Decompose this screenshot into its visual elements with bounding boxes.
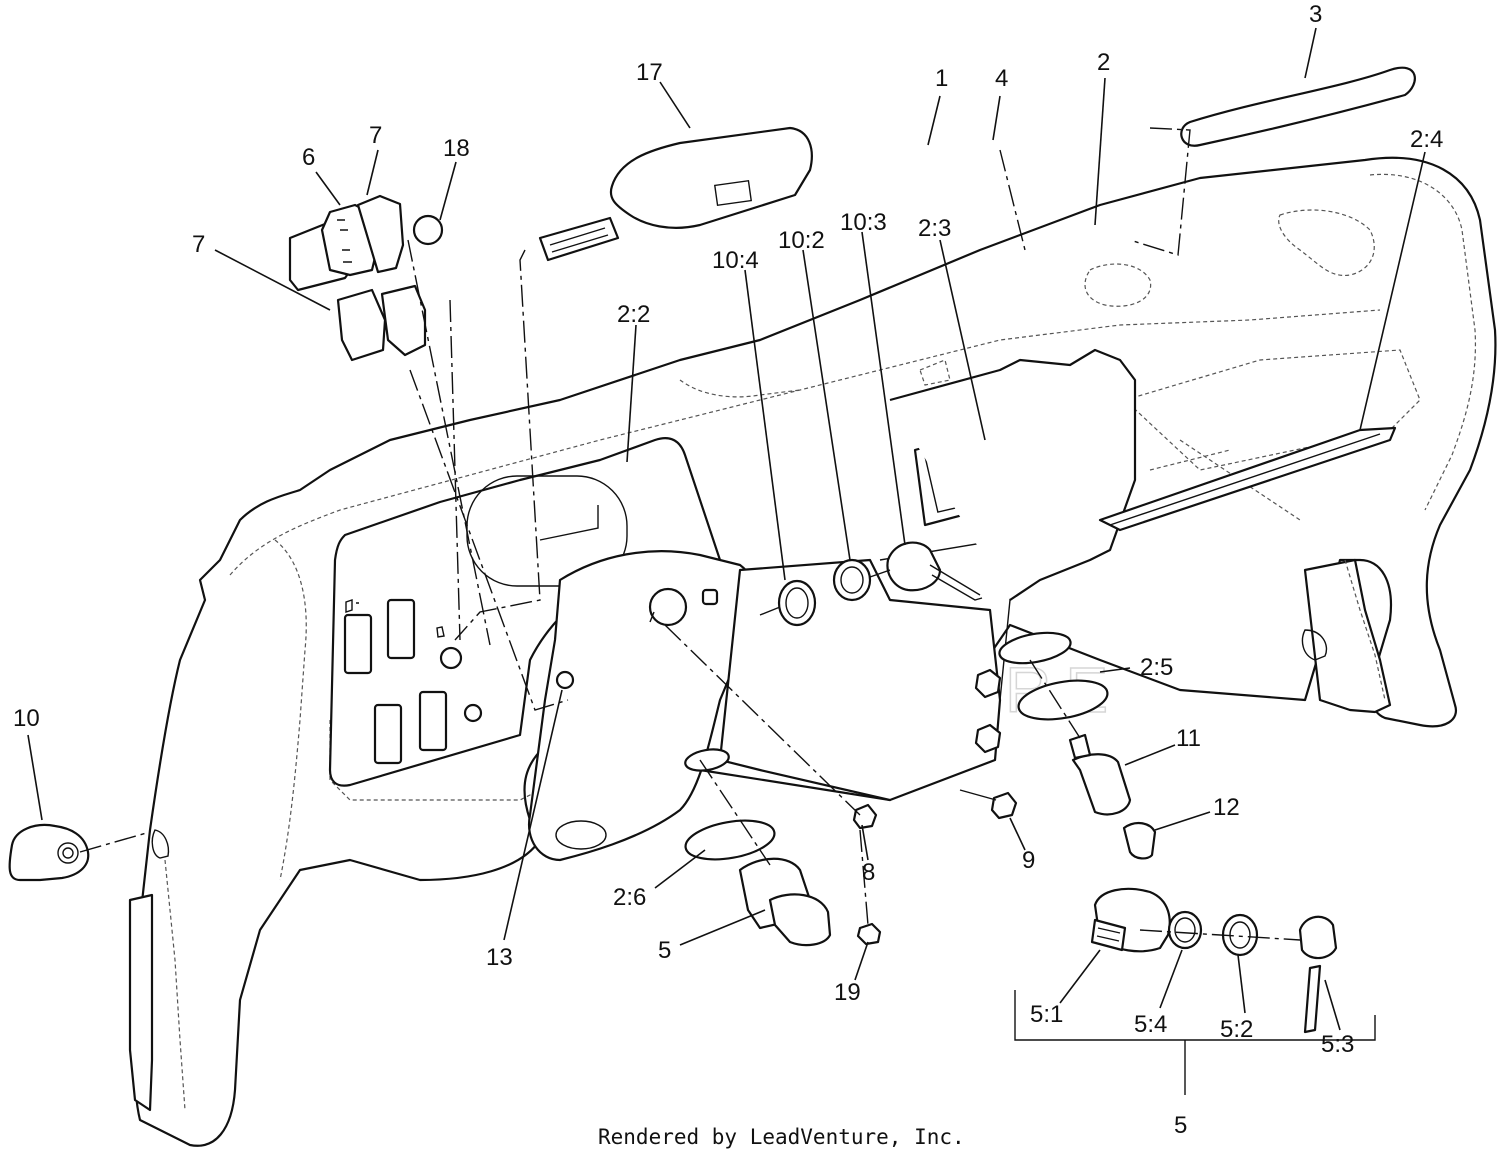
callout-17: 17 bbox=[636, 59, 663, 86]
callout-5-4: 5:4 bbox=[1134, 1011, 1167, 1038]
callout-5-1: 5:1 bbox=[1030, 1001, 1063, 1028]
callout-labels: 1 4 2 3 2:4 17 6 7 18 7 10:4 10:2 10:3 2… bbox=[13, 1, 1443, 1139]
switch-panel bbox=[328, 437, 722, 787]
rocker-switches bbox=[288, 194, 444, 362]
callout-2-5: 2:5 bbox=[1140, 654, 1173, 681]
callout-1: 1 bbox=[935, 65, 948, 92]
fasteners bbox=[852, 668, 1018, 946]
washers bbox=[684, 631, 1109, 861]
callout-2-6: 2:6 bbox=[613, 884, 646, 911]
part-10-switch bbox=[8, 823, 90, 882]
callout-2: 2 bbox=[1097, 49, 1110, 76]
callout-6: 6 bbox=[302, 144, 315, 171]
key-rings bbox=[777, 541, 983, 627]
callout-12: 12 bbox=[1213, 794, 1240, 821]
callout-4: 4 bbox=[995, 65, 1008, 92]
callout-5-2: 5:2 bbox=[1220, 1016, 1253, 1043]
callout-10: 10 bbox=[13, 705, 40, 732]
callout-2-4: 2:4 bbox=[1410, 126, 1443, 153]
leader-lines bbox=[27, 27, 1426, 1031]
ignition-kit bbox=[1014, 887, 1376, 1095]
callout-2-3: 2:3 bbox=[918, 215, 951, 242]
render-credit-footer: Rendered by LeadVenture, Inc. bbox=[598, 1125, 965, 1149]
callout-5-3: 5:3 bbox=[1321, 1031, 1354, 1058]
callout-7-left: 7 bbox=[192, 231, 205, 258]
assembly-lines bbox=[79, 127, 1301, 941]
callout-19: 19 bbox=[834, 979, 861, 1006]
callout-8: 8 bbox=[862, 859, 875, 886]
trim-strip bbox=[1098, 426, 1397, 532]
callout-3: 3 bbox=[1309, 1, 1322, 28]
ignition-switch bbox=[738, 857, 832, 947]
callout-2-2: 2:2 bbox=[617, 301, 650, 328]
callout-10-4: 10:4 bbox=[712, 247, 759, 274]
callout-10-2: 10:2 bbox=[778, 227, 825, 254]
callout-5: 5 bbox=[658, 937, 671, 964]
callout-9: 9 bbox=[1022, 847, 1035, 874]
callout-5-kit: 5 bbox=[1174, 1112, 1187, 1139]
display-module bbox=[538, 126, 813, 262]
callout-18: 18 bbox=[443, 135, 470, 162]
callout-7-top: 7 bbox=[369, 122, 382, 149]
grab-handle bbox=[1180, 66, 1416, 147]
callout-11: 11 bbox=[1176, 725, 1201, 752]
parts-11-12 bbox=[1068, 733, 1157, 860]
callout-13: 13 bbox=[486, 944, 513, 971]
callout-10-3: 10:3 bbox=[840, 209, 887, 236]
